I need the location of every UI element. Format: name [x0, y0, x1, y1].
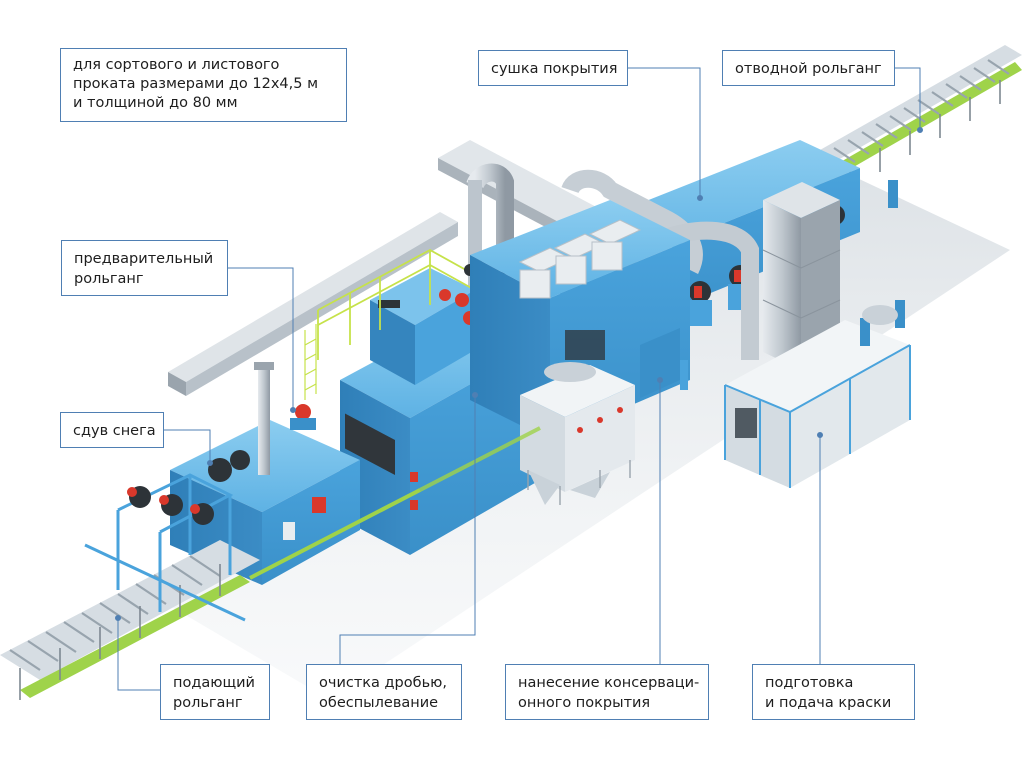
leader-pre [228, 267, 294, 410]
callout-drying: сушка покрытия [478, 50, 628, 86]
callout-paint-preparation-line-2: и подача краски [765, 695, 892, 711]
callout-pre-conveyor: предварительный рольганг [61, 240, 228, 296]
callout-pre-conveyor-line-1: предварительный [74, 251, 214, 267]
callout-paint-preparation: подготовка и подача краски [752, 664, 915, 720]
callout-feed-conveyor-line-2: рольганг [173, 695, 243, 711]
leader-outlet [895, 67, 921, 130]
callout-coating-application: нанесение консерваци- онного покрытия [505, 664, 709, 720]
dust-collector [520, 362, 635, 505]
callout-shot-blasting-line-2: обеспылевание [319, 695, 439, 711]
leader-feed [117, 618, 160, 691]
callout-spec-line-1: для сортового и листового [73, 57, 280, 73]
outlet-conveyor [820, 45, 1022, 208]
callout-outlet-conveyor: отводной рольганг [722, 50, 895, 86]
callout-feed-conveyor: подающий рольганг [160, 664, 270, 720]
callout-paint-preparation-line-1: подготовка [765, 675, 854, 691]
callout-snow-blowing-label: сдув снега [73, 423, 156, 439]
leader-snow [164, 429, 211, 463]
exhaust-stack [762, 182, 841, 370]
callout-drying-label: сушка покрытия [491, 61, 618, 77]
leader-shot [339, 395, 476, 664]
coating-booth [470, 200, 690, 440]
callout-shot-blasting: очистка дробью, обеспылевание [306, 664, 462, 720]
feed-conveyor [0, 473, 260, 700]
callout-coating-application-line-2: онного покрытия [518, 695, 651, 711]
callout-spec-line-2: проката размерами до 12х4,5 м [73, 76, 319, 92]
callout-spec-line-3: и толщиной до 80 мм [73, 95, 238, 111]
process-rail [249, 426, 541, 580]
callout-spec: для сортового и листового проката размер… [60, 48, 347, 122]
callout-snow-blowing: сдув снега [60, 412, 164, 448]
leader-lines [115, 67, 923, 691]
callout-shot-blasting-line-1: очистка дробью, [319, 675, 447, 691]
callout-pre-conveyor-line-2: рольганг [74, 271, 144, 287]
leader-drying [628, 67, 701, 198]
callout-coating-application-line-1: нанесение консерваци- [518, 675, 700, 691]
callout-outlet-conveyor-label: отводной рольганг [735, 61, 882, 77]
callout-feed-conveyor-line-1: подающий [173, 675, 255, 691]
